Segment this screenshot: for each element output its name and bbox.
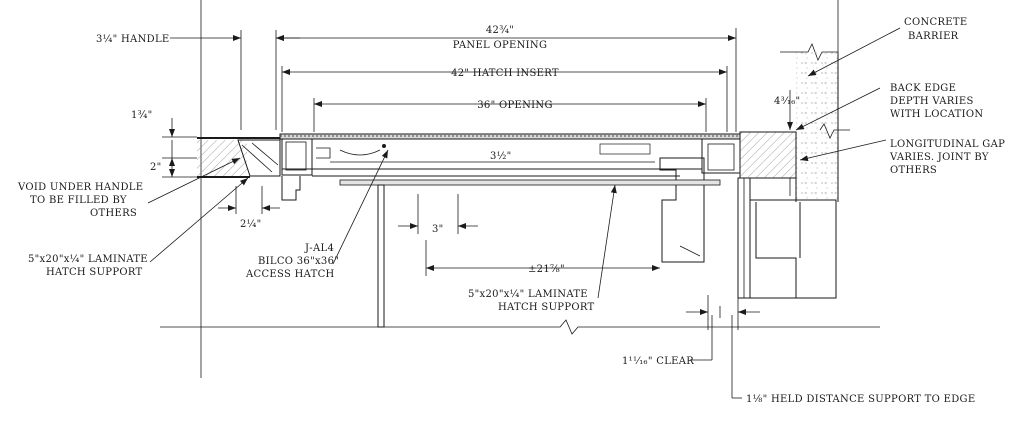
jal4-label-2: BILCO 36"x36": [258, 256, 339, 267]
concrete-barrier-label-2: BARRIER: [908, 31, 959, 42]
long-gap-label-2: VARIES. JOINT BY: [889, 152, 989, 163]
void-label-1: VOID UNDER HANDLE: [17, 182, 143, 193]
handle-label: 3¼" HANDLE: [96, 34, 169, 45]
hatch-panel: [237, 131, 797, 328]
leaders: [147, 27, 901, 299]
clear-label: 1¹¹⁄₁₆" CLEAR: [622, 356, 694, 367]
void-label-2: TO BE FILLED BY: [30, 195, 127, 206]
back-edge-label-2: DEPTH VARIES: [890, 96, 974, 107]
laminate-left-label-2: HATCH SUPPORT: [46, 267, 143, 278]
laminate-mid-label-2: HATCH SUPPORT: [498, 302, 595, 313]
panel-opening-dim: 42¾": [486, 25, 514, 36]
labels: 3¼" HANDLE 42¾" PANEL OPENING 42" HATCH …: [17, 17, 1005, 405]
dim-4-3-16: 4³⁄₁₆": [774, 96, 800, 107]
dim-1-3-4: 1¾": [131, 110, 153, 121]
laminate-mid-label-1: 5"x20"x¼" LAMINATE: [468, 289, 588, 300]
structure: [160, 0, 880, 378]
jal4-label-1: J-AL4: [304, 243, 334, 254]
dim-3-1-2: 3½": [490, 151, 512, 162]
held-distance-label: 1⅛" HELD DISTANCE SUPPORT TO EDGE: [746, 394, 975, 405]
dim-21-7-8: ±21⅞": [528, 264, 565, 275]
dim-2-1-4: 2¼": [240, 219, 262, 230]
jal4-label-3: ACCESS HATCH: [245, 269, 335, 280]
hatch-insert-label: 42" HATCH INSERT: [451, 68, 559, 79]
long-gap-label-1: LONGITUDINAL GAP: [890, 139, 1005, 150]
back-edge-label-1: BACK EDGE: [890, 83, 956, 94]
opening-label: 36" OPENING: [477, 100, 552, 111]
long-gap-label-3: OTHERS: [890, 165, 937, 176]
panel-opening-label: PANEL OPENING: [453, 40, 547, 51]
laminate-left-label-1: 5"x20"x¼" LAMINATE: [28, 254, 148, 265]
void-label-3: OTHERS: [90, 208, 137, 219]
dim-3: 3": [432, 224, 444, 235]
concrete-barrier-label-1: CONCRETE: [904, 17, 967, 28]
dimensions: [162, 28, 793, 399]
back-edge-label-3: WITH LOCATION: [890, 109, 983, 120]
dim-2: 2": [150, 162, 162, 173]
